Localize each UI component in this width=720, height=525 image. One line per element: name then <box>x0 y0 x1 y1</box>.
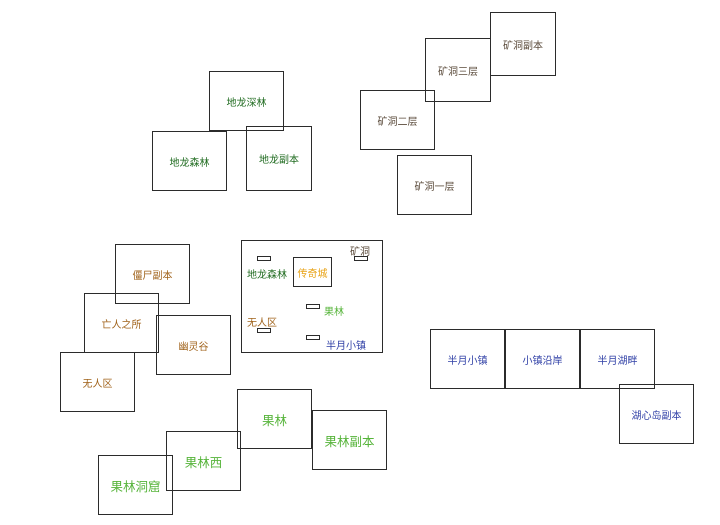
hub-no-man-zone-label[interactable]: 无人区 <box>247 318 277 329</box>
map-region-halfmoon-town[interactable]: 半月小镇 <box>430 329 505 389</box>
region-label: 果林西 <box>184 454 223 470</box>
map-region-no-man-zone[interactable]: 无人区 <box>60 352 135 412</box>
map-region-orchard-dungeon[interactable]: 果林副本 <box>312 410 387 470</box>
map-region-dilong-deep-forest[interactable]: 地龙深林 <box>209 71 284 131</box>
region-label: 果林 <box>261 412 287 428</box>
map-region-orchard-cave[interactable]: 果林洞窟 <box>98 455 173 515</box>
portal-dilong-forest[interactable] <box>257 256 271 261</box>
hub-legend-city[interactable]: 传奇城 <box>293 257 332 287</box>
region-label: 半月湖畔 <box>597 355 638 367</box>
region-label: 地龙深林 <box>226 97 267 109</box>
region-label: 矿洞二层 <box>377 116 418 128</box>
map-region-halfmoon-lakeside[interactable]: 半月湖畔 <box>580 329 655 389</box>
region-label: 矿洞三层 <box>438 66 478 78</box>
map-region-mine-floor-1[interactable]: 矿洞一层 <box>397 155 472 215</box>
map-region-orchard-west[interactable]: 果林西 <box>166 431 241 491</box>
region-label: 果林洞窟 <box>110 478 161 494</box>
region-label: 半月小镇 <box>447 355 488 367</box>
region-label: 僵尸副本 <box>132 270 173 282</box>
hub-halfmoon-town-label[interactable]: 半月小镇 <box>326 341 366 352</box>
region-label: 无人区 <box>82 378 113 390</box>
map-region-orchard[interactable]: 果林 <box>237 389 312 449</box>
region-label: 矿洞副本 <box>503 40 543 52</box>
map-region-ghost-valley[interactable]: 幽灵谷 <box>156 315 231 375</box>
region-label: 幽灵谷 <box>178 341 209 353</box>
portal-orchard[interactable] <box>306 304 320 309</box>
map-region-town-shore[interactable]: 小镇沿岸 <box>505 329 580 389</box>
portal-mine[interactable] <box>354 256 368 261</box>
region-label: 矿洞一层 <box>414 181 455 193</box>
map-region-mine-dungeon[interactable]: 矿洞副本 <box>490 12 556 76</box>
hub-map: 矿洞 地龙森林 传奇城 果林 无人区 半月小镇 <box>241 240 383 353</box>
map-region-lake-island-dungeon[interactable]: 湖心岛副本 <box>619 384 694 444</box>
hub-orchard-label[interactable]: 果林 <box>324 307 344 318</box>
map-region-dilong-dungeon[interactable]: 地龙副本 <box>246 126 312 191</box>
hub-mine-label[interactable]: 矿洞 <box>350 247 370 258</box>
hub-dilong-forest-label[interactable]: 地龙森林 <box>247 270 287 281</box>
map-region-dead-place[interactable]: 亡人之所 <box>84 293 159 353</box>
region-label: 湖心岛副本 <box>631 410 682 422</box>
region-label: 果林副本 <box>324 433 375 449</box>
map-region-dilong-forest[interactable]: 地龙森林 <box>152 131 227 191</box>
portal-halfmoon-town[interactable] <box>306 335 320 340</box>
hub-legend-city-label: 传奇城 <box>297 268 328 280</box>
map-region-mine-floor-2[interactable]: 矿洞二层 <box>360 90 435 150</box>
region-label: 地龙森林 <box>169 157 210 169</box>
portal-no-man-zone[interactable] <box>257 328 271 333</box>
region-label: 地龙副本 <box>259 155 299 166</box>
region-label: 亡人之所 <box>101 319 142 331</box>
region-label: 小镇沿岸 <box>522 355 563 367</box>
